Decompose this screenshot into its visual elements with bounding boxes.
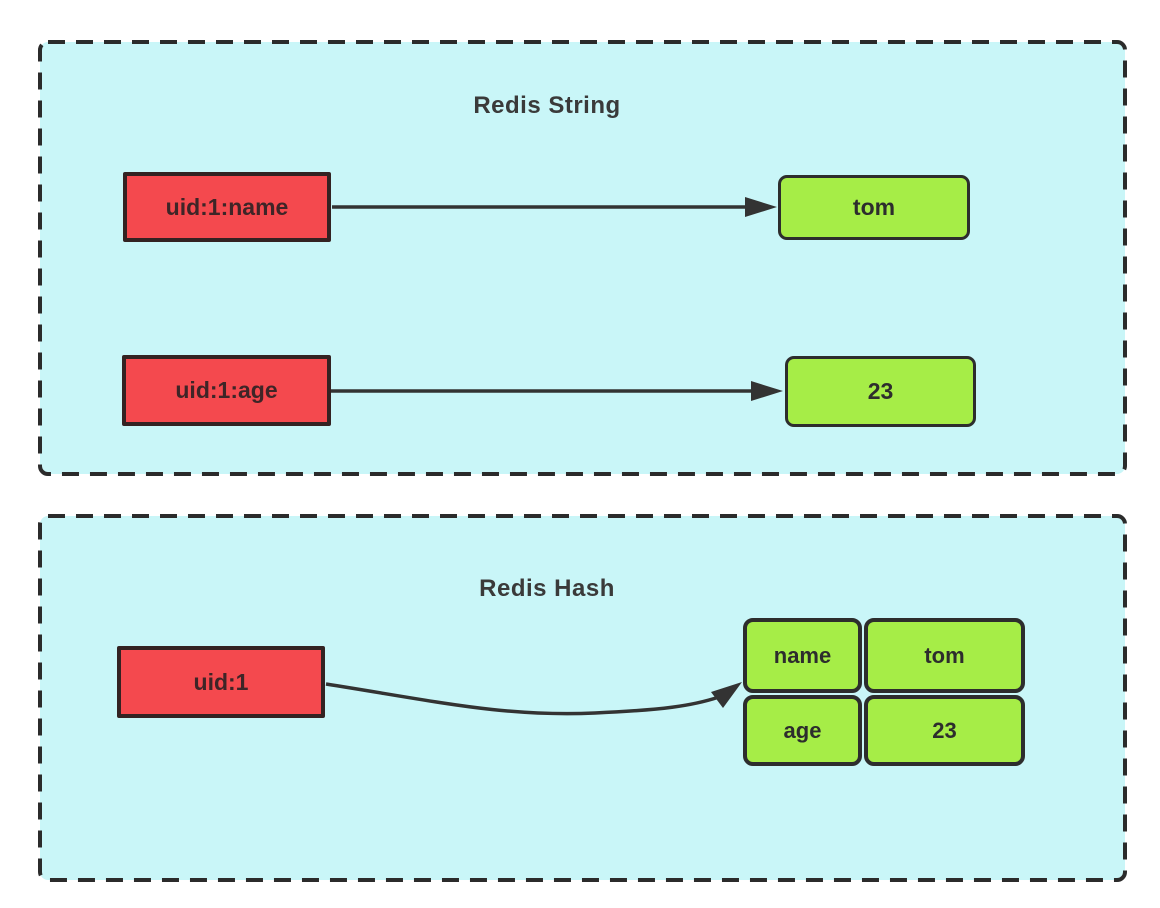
panel-title-redis-hash: Redis Hash <box>479 575 615 602</box>
key-node-uid-1: uid:1 <box>117 646 325 718</box>
arrowhead-age <box>751 381 783 401</box>
hash-cell-label: name <box>773 642 832 668</box>
value-node-label: tom <box>852 194 896 220</box>
value-node-tom: tom <box>778 175 970 240</box>
hash-cell-label: age <box>783 717 822 743</box>
hash-cell-field-name: name <box>743 618 862 693</box>
arrow-curve-hash <box>325 682 720 716</box>
hash-cell-field-age: age <box>743 695 862 766</box>
panel-title-redis-string: Redis String <box>473 92 621 119</box>
value-node-23: 23 <box>785 356 976 427</box>
key-node-uid-1-name: uid:1:name <box>123 172 331 242</box>
arrowhead-hash <box>711 682 742 708</box>
arrowhead-name <box>745 197 777 217</box>
value-node-label: 23 <box>867 378 894 404</box>
hash-cell-value-23: 23 <box>864 695 1025 766</box>
key-node-label: uid:1:name <box>165 193 289 220</box>
hash-cell-label: tom <box>924 642 965 668</box>
key-node-label: uid:1:age <box>175 377 278 403</box>
hash-cell-label: 23 <box>932 717 957 743</box>
hash-cell-value-tom: tom <box>864 618 1025 693</box>
redis-hash-panel-border <box>38 514 1127 882</box>
key-node-label: uid:1 <box>193 668 249 695</box>
key-node-uid-1-age: uid:1:age <box>122 355 331 426</box>
